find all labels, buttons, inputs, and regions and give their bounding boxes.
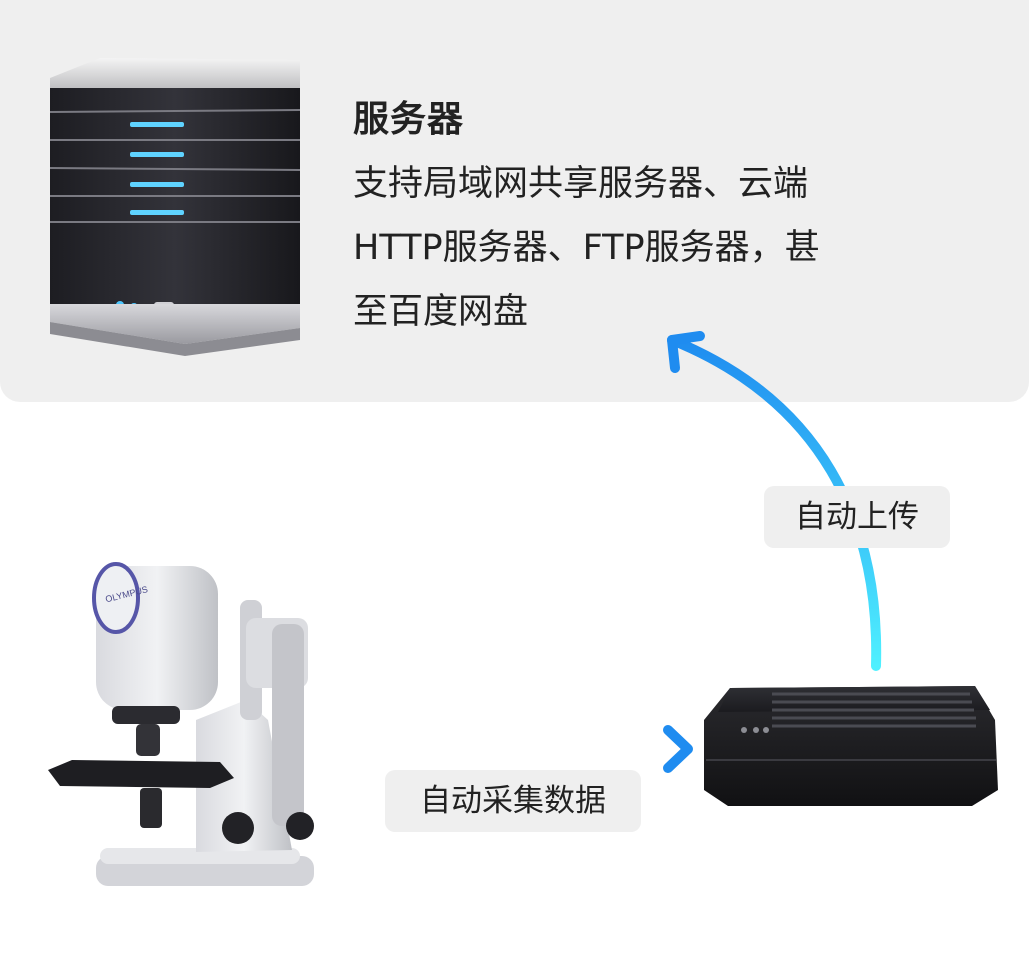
server-description: 支持局域网共享服务器、云端 HTTP服务器、FTP服务器，甚 至百度网盘: [353, 152, 820, 344]
microscope-icon: OLYMPUS: [48, 562, 314, 886]
collect-data-arrow: [347, 725, 693, 773]
server-description-line: 至百度网盘: [353, 292, 529, 332]
server-description-line: 支持局域网共享服务器、云端: [353, 164, 809, 204]
upload-arrow: [667, 331, 882, 671]
collect-data-label: 自动采集数据: [385, 770, 641, 832]
upload-label: 自动上传: [764, 486, 950, 548]
server-description-line: HTTP服务器、FTP服务器，甚: [353, 228, 820, 268]
server-title: 服务器: [353, 99, 465, 140]
server-tower-icon: [49, 58, 301, 356]
gateway-box-icon: [704, 686, 998, 806]
